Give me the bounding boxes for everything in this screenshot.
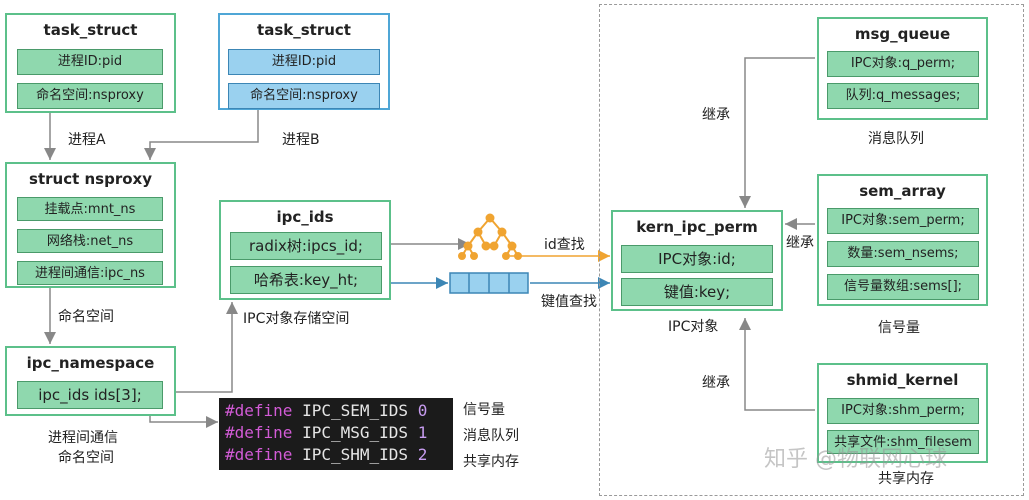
- shmid-kernel-title: shmid_kernel: [846, 371, 959, 389]
- task-struct-b-title: task_struct: [257, 21, 351, 39]
- arrow-msg-kern: [739, 57, 815, 208]
- nsproxy-struct: struct nsproxy 挂载点:mnt_ns 网络栈:net_ns 进程间…: [5, 162, 176, 288]
- define-desc-msg: 消息队列: [463, 428, 519, 444]
- msg-caption: 消息队列: [868, 131, 924, 147]
- shm-file-field: 共享文件:shm_filesem: [827, 430, 979, 454]
- ipc-ids-define-block: #define IPC_SEM_IDS 0 #define IPC_MSG_ID…: [219, 398, 453, 470]
- inherit-label-msg: 继承: [702, 107, 730, 123]
- task-a-pid-field: 进程ID:pid: [17, 49, 163, 75]
- arrow-shm-kern: [739, 318, 815, 411]
- task-struct-a-title: task_struct: [43, 21, 138, 39]
- nsproxy-caption: 命名空间: [58, 309, 114, 325]
- kern-key-field: 键值:key;: [621, 278, 773, 306]
- define-keyword: #define: [225, 401, 293, 420]
- ipc-namespace-title: ipc_namespace: [26, 354, 155, 372]
- ipc-ids-radix-field: radix树:ipcs_id;: [230, 232, 382, 260]
- define-name: IPC_MSG_IDS: [302, 423, 409, 442]
- inherit-label-sem: 继承: [786, 235, 814, 251]
- define-value: 1: [417, 423, 428, 442]
- msg-queue-struct: msg_queue IPC对象:q_perm; 队列:q_messages;: [817, 17, 988, 120]
- ipc-namespace-caption-1: 进程间通信: [48, 430, 118, 446]
- nsproxy-title: struct nsproxy: [29, 170, 152, 188]
- kern-ipc-perm-title: kern_ipc_perm: [636, 218, 758, 236]
- nsproxy-ipc-field: 进程间通信:ipc_ns: [17, 261, 163, 285]
- define-line-msg: #define IPC_MSG_IDS 1: [225, 422, 447, 444]
- sem-caption: 信号量: [878, 320, 920, 336]
- define-name: IPC_SEM_IDS: [302, 401, 409, 420]
- nsproxy-net-field: 网络栈:net_ns: [17, 229, 163, 253]
- define-line-sem: #define IPC_SEM_IDS 0: [225, 400, 447, 422]
- ipc-namespace-ids-field: ipc_ids ids[3];: [17, 381, 163, 409]
- kern-id-field: IPC对象:id;: [621, 245, 773, 273]
- nsproxy-mnt-field: 挂载点:mnt_ns: [17, 197, 163, 221]
- ipc-namespace-caption-2: 命名空间: [58, 450, 114, 466]
- define-value: 0: [417, 401, 428, 420]
- define-keyword: #define: [225, 445, 293, 464]
- task-a-caption: 进程A: [68, 132, 106, 148]
- ipc-ids-title: ipc_ids: [276, 208, 334, 226]
- watermark: 知乎 @物联网心球: [764, 447, 947, 472]
- define-desc-shm: 共享内存: [463, 454, 519, 470]
- arrow-taskB-nsproxy: [144, 110, 259, 160]
- arrow-ipcns-ipcids: [175, 302, 238, 393]
- ipc-object-region: [599, 4, 1024, 496]
- sem-sems-field: 信号量数组:sems[];: [827, 274, 979, 300]
- msg-queue-title: msg_queue: [854, 25, 951, 43]
- msg-queue-field: 队列:q_messages;: [827, 83, 979, 109]
- task-struct-a: task_struct 进程ID:pid 命名空间:nsproxy: [5, 13, 176, 113]
- kern-caption: IPC对象: [668, 319, 719, 335]
- define-name: IPC_SHM_IDS: [302, 445, 409, 464]
- task-a-ns-field: 命名空间:nsproxy: [17, 83, 163, 109]
- task-struct-b: task_struct 进程ID:pid 命名空间:nsproxy: [218, 13, 390, 110]
- id-lookup-label: id查找: [544, 237, 585, 253]
- ipc-ids-struct: ipc_ids radix树:ipcs_id; 哈希表:key_ht;: [219, 200, 391, 300]
- define-desc-sem: 信号量: [463, 402, 505, 418]
- ipc-namespace-struct: ipc_namespace ipc_ids ids[3];: [5, 346, 176, 416]
- define-value: 2: [417, 445, 428, 464]
- define-keyword: #define: [225, 423, 293, 442]
- radix-tree-icon: [458, 213, 522, 260]
- sem-array-struct: sem_array IPC对象:sem_perm; 数量:sem_nsems; …: [817, 174, 988, 306]
- sem-nsems-field: 数量:sem_nsems;: [827, 241, 979, 267]
- msg-perm-field: IPC对象:q_perm;: [827, 51, 979, 77]
- ipc-ids-caption: IPC对象存储空间: [243, 311, 350, 327]
- shm-caption: 共享内存: [878, 471, 934, 487]
- shmid-kernel-struct: shmid_kernel IPC对象:shm_perm; 共享文件:shm_fi…: [817, 363, 988, 463]
- sem-perm-field: IPC对象:sem_perm;: [827, 208, 979, 234]
- key-lookup-label: 键值查找: [541, 294, 597, 310]
- ipc-ids-hash-field: 哈希表:key_ht;: [230, 266, 382, 294]
- kern-ipc-perm-struct: kern_ipc_perm IPC对象:id; 键值:key;: [611, 210, 783, 311]
- task-b-caption: 进程B: [282, 132, 320, 148]
- sem-array-title: sem_array: [859, 182, 946, 200]
- task-b-ns-field: 命名空间:nsproxy: [228, 83, 380, 109]
- shm-perm-field: IPC对象:shm_perm;: [827, 398, 979, 424]
- task-b-pid-field: 进程ID:pid: [228, 49, 380, 75]
- hash-bucket-icon: [449, 272, 529, 294]
- inherit-label-shm: 继承: [702, 375, 730, 391]
- define-line-shm: #define IPC_SHM_IDS 2: [225, 444, 447, 466]
